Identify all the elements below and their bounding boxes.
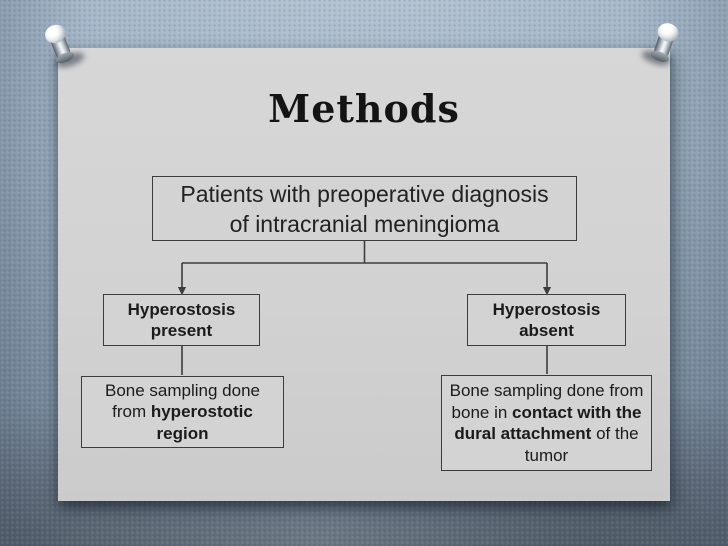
slide-title: Methods xyxy=(268,86,460,131)
connector-arrow-right xyxy=(542,287,552,296)
connector-arrow-left xyxy=(177,287,187,296)
connector-lines xyxy=(181,241,548,375)
